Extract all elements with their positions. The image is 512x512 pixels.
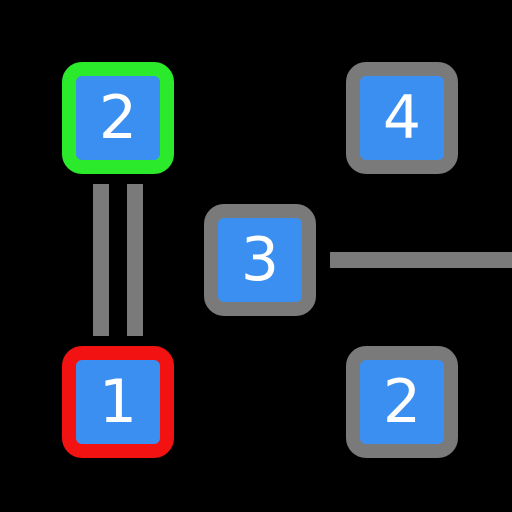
island-bottom-right[interactable]: 2 <box>346 346 458 458</box>
island-number: 2 <box>98 83 138 153</box>
bridge-double-right-line[interactable] <box>127 184 143 336</box>
island-number: 3 <box>240 225 280 295</box>
island-number: 4 <box>382 83 422 153</box>
island-number: 2 <box>382 367 422 437</box>
island-bottom-left[interactable]: 1 <box>62 346 174 458</box>
island-top-right[interactable]: 4 <box>346 62 458 174</box>
island-top-left[interactable]: 2 <box>62 62 174 174</box>
bridge-double-left-line[interactable] <box>93 184 109 336</box>
bridge-single-horizontal[interactable] <box>330 252 512 268</box>
island-center[interactable]: 3 <box>204 204 316 316</box>
island-number: 1 <box>98 367 138 437</box>
